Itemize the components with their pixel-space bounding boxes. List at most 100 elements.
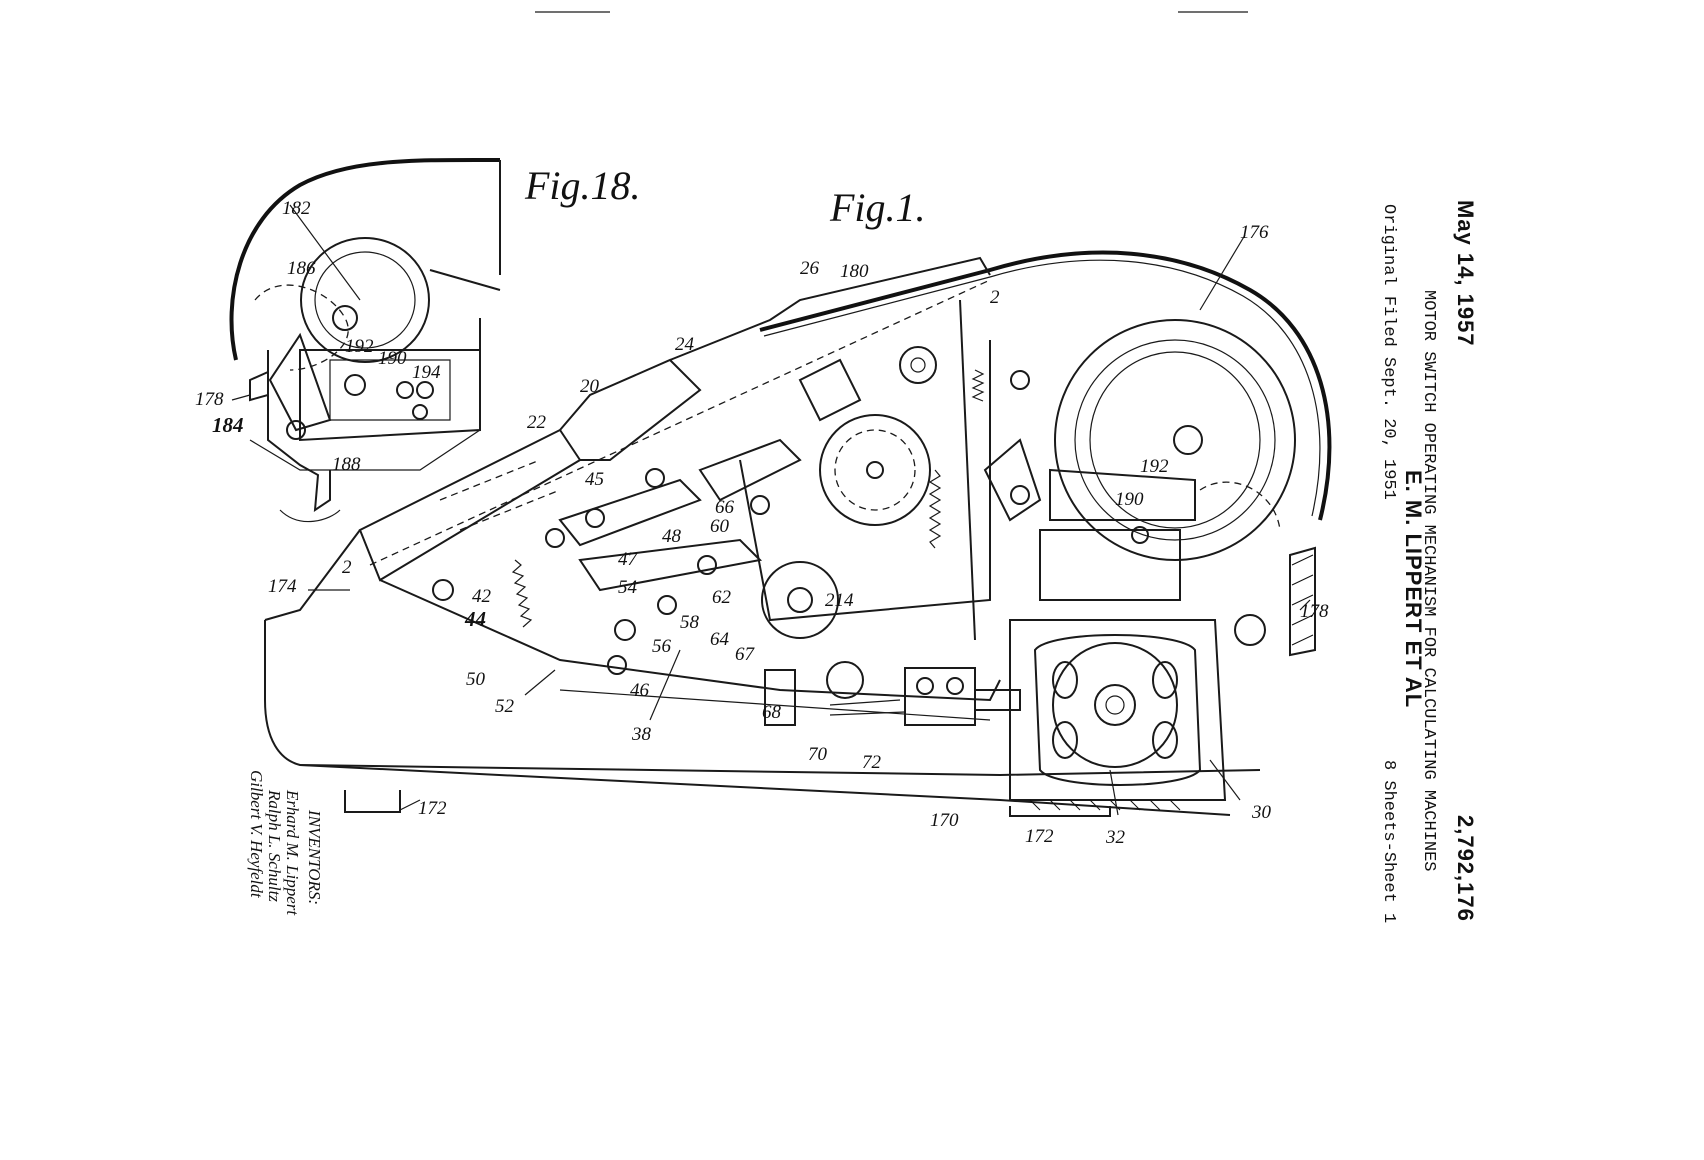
fig1-pin-45 — [545, 528, 565, 548]
fig18-ref: 194 — [412, 362, 441, 383]
fig1-switch-screw-b — [946, 677, 964, 695]
fig18-label: Fig.18. — [525, 163, 641, 208]
fig1-leader-32 — [1109, 769, 1119, 816]
fig1-pin-66 — [750, 495, 770, 515]
fig1-cover — [759, 250, 1332, 521]
fig1-switch-block — [904, 667, 976, 726]
fig18-switch-plate — [329, 359, 451, 421]
fig18-cover — [229, 157, 501, 361]
fig1-ref: 66 — [715, 497, 735, 518]
fig18-clip — [249, 370, 269, 402]
fig1-drawing — [264, 234, 1332, 817]
fig1-foot-left — [344, 790, 401, 813]
fig1-motor-shell — [1033, 634, 1202, 786]
fig1-lever-66 — [698, 438, 802, 502]
fig18-leader-182 — [289, 204, 361, 301]
fig1-top-pulley-hub — [910, 357, 926, 373]
fig1-switch-190-pin — [1131, 526, 1149, 544]
fig1-ref: 176 — [1240, 222, 1269, 243]
fig18-pivot — [286, 420, 306, 440]
fig1-side-frame — [739, 340, 991, 622]
fig1-ref: 190 — [1115, 489, 1144, 510]
fig18-ref: 186 — [287, 258, 316, 279]
fig1-lever-54 — [558, 478, 702, 547]
fig18-ref: 178 — [195, 389, 224, 410]
fig1-ref: 172 — [418, 798, 447, 819]
fig1-rail — [559, 689, 991, 721]
fig1-roll-inner2 — [1089, 351, 1261, 529]
fig1-ref: 56 — [652, 636, 672, 657]
fig1-ref: 172 — [1025, 826, 1054, 847]
fig1-keyboard-slope — [264, 529, 361, 621]
fig1-switch-ins — [826, 661, 864, 699]
fig18-ref: 182 — [282, 198, 311, 219]
fig18-roll-inner — [314, 251, 416, 349]
fig1-lever-58 — [578, 538, 763, 592]
fig1-leader-52 — [524, 669, 556, 696]
fig1-ref: 60 — [710, 516, 730, 537]
fig1-lever-upper — [798, 358, 862, 422]
fig1-ref: 62 — [712, 587, 732, 608]
fig1-gear-hidden — [834, 429, 916, 511]
fig1-vertical-bar — [959, 299, 976, 641]
fig1-switch-screw-a — [916, 677, 934, 695]
fig18-leader-178 — [231, 394, 251, 401]
fig1-lower-plate — [379, 579, 1001, 702]
fig1-roll-axle — [1173, 425, 1203, 455]
fig1-leader-38 — [649, 649, 681, 721]
fig1-ref: 45 — [585, 469, 604, 490]
fig1-ref: 38 — [631, 724, 652, 745]
fig1-ref: 22 — [527, 412, 547, 433]
fig1-motor-base-hatch — [1029, 799, 1181, 811]
fig18-roll-axle — [332, 305, 358, 331]
fig1-pin-62 — [697, 555, 717, 575]
fig1-ref: 50 — [466, 669, 486, 690]
fig1-motor-housing — [1009, 619, 1227, 801]
fig1-motor-port — [1052, 661, 1078, 699]
fig1-keyboard-upper — [559, 358, 702, 461]
fig1-ref: 32 — [1105, 827, 1126, 848]
fig1-pin-58 — [657, 595, 677, 615]
fig18-ref: 192 — [345, 336, 374, 357]
fig1-leader-176 — [1199, 234, 1246, 311]
fig1-pin-48 — [645, 468, 665, 488]
fig1-cam-hub — [787, 587, 813, 613]
fig1-leader-178 — [1299, 599, 1311, 611]
fig1-spring-top — [971, 369, 985, 402]
fig1-roll-inner — [1074, 339, 1276, 541]
fig1-ref: 30 — [1251, 802, 1272, 823]
fig1-motor-shaft — [1094, 684, 1136, 726]
fig18-break-line — [429, 269, 501, 291]
fig1-ref: 72 — [862, 752, 882, 773]
fig18-ref: 184 — [212, 413, 244, 437]
fig1-spring-left — [511, 559, 533, 628]
fig1-pin-44 — [432, 579, 454, 601]
fig1-ref: 68 — [762, 702, 782, 723]
fig1-base-front — [264, 620, 1261, 777]
fig1-top-edge — [669, 256, 991, 361]
fig1-roll-bracket — [1049, 468, 1196, 521]
fig18-base-break — [249, 429, 481, 471]
fig18-housing-left — [267, 350, 331, 512]
fig1-pin-right-low — [1010, 485, 1030, 505]
fig1-ref: 214 — [825, 590, 854, 611]
fig1-ref: 2 — [990, 287, 1000, 308]
fig1-bracket-68 — [764, 669, 796, 726]
fig18-refs: 182 186 192 190 194 178 184 188 — [195, 198, 441, 475]
fig1-contacts-72 — [829, 699, 906, 716]
fig1-motor-shaft-inner — [1105, 695, 1125, 715]
fig18-ref: 188 — [332, 454, 361, 475]
fig1-roll-hidden — [1199, 481, 1281, 531]
fig1-label: Fig.1. — [830, 185, 926, 230]
fig18-ref: 190 — [378, 348, 407, 369]
fig1-refs: 176 26 180 2 24 20 22 45 47 48 66 60 2 1… — [268, 222, 1329, 848]
fig1-cam-214 — [761, 561, 839, 639]
fig1-motor-face — [1052, 642, 1178, 768]
fig18-lever — [268, 332, 332, 432]
fig1-link-right — [983, 438, 1042, 522]
fig1-ref: 170 — [930, 810, 959, 831]
fig1-top-pulley — [899, 346, 937, 384]
fig1-ref: 48 — [662, 526, 682, 547]
